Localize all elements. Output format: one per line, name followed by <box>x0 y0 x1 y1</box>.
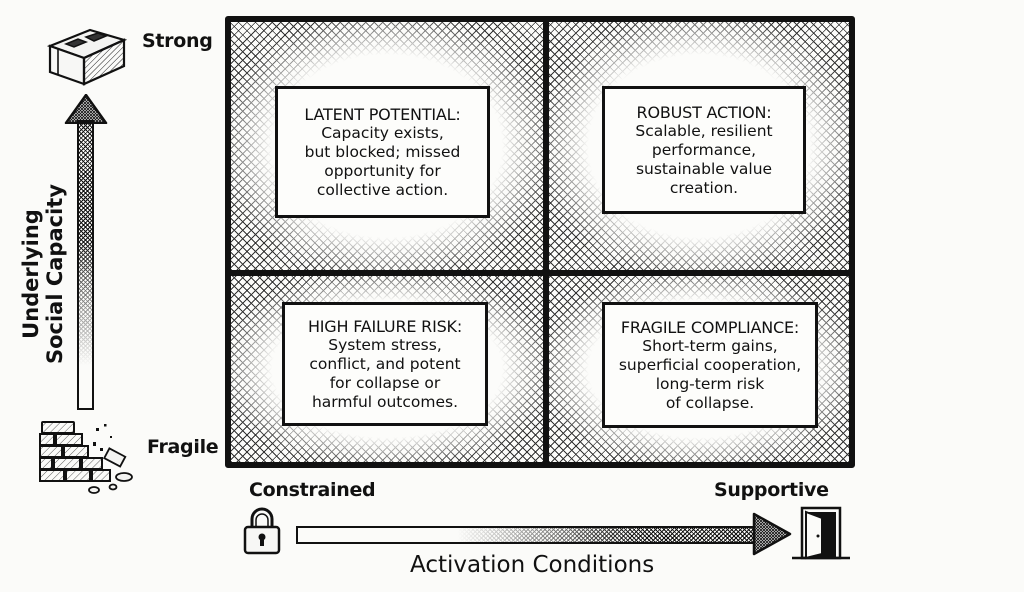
y-axis-arrow-shaft <box>77 120 94 410</box>
high-failure-risk-line: for collapse or <box>329 373 441 392</box>
y-axis-title-line-2: Social Capacity <box>43 183 67 365</box>
padlock-icon <box>243 507 281 555</box>
y-axis-title-line-1: Underlying <box>19 209 43 339</box>
fragile-compliance-line: of collapse. <box>665 393 755 412</box>
latent-potential-card: LATENT POTENTIAL: Capacity exists, but b… <box>275 86 490 218</box>
y-axis-title: Underlying Social Capacity <box>19 159 67 389</box>
open-door-icon <box>792 506 850 560</box>
vertical-divider <box>543 22 549 462</box>
latent-potential-line: but blocked; missed <box>304 142 461 161</box>
horizontal-divider <box>231 270 849 276</box>
latent-potential-line: opportunity for <box>324 161 441 180</box>
x-axis-high-label: Supportive <box>714 479 829 501</box>
robust-action-line: sustainable value <box>635 159 773 178</box>
latent-potential-line: collective action. <box>316 180 449 199</box>
fragile-compliance-line: Short-term gains, <box>642 336 778 355</box>
fragile-compliance-card: FRAGILE COMPLIANCE: Short-term gains, su… <box>602 302 818 428</box>
high-failure-risk-card: HIGH FAILURE RISK: System stress, confli… <box>282 302 488 426</box>
high-failure-risk-line: System stress, <box>328 335 442 354</box>
robust-action-line: Scalable, resilient <box>635 121 773 140</box>
arrow-right-icon <box>752 512 792 556</box>
x-axis-title: Activation Conditions <box>410 552 655 578</box>
high-failure-risk-title: HIGH FAILURE RISK: <box>307 316 463 336</box>
latent-potential-line: Capacity exists, <box>321 123 444 142</box>
cinder-block-icon <box>46 28 128 86</box>
robust-action-line: creation. <box>669 178 739 197</box>
quadrant-matrix: LATENT POTENTIAL: Capacity exists, but b… <box>225 16 855 468</box>
y-axis-high-label: Strong <box>142 30 213 52</box>
fragile-compliance-title: FRAGILE COMPLIANCE: <box>620 317 800 337</box>
latent-potential-title: LATENT POTENTIAL: <box>304 104 461 124</box>
fragile-compliance-line: long-term risk <box>655 374 765 393</box>
crumbling-brick-wall-icon <box>39 421 133 494</box>
robust-action-title: ROBUST ACTION: <box>636 102 772 122</box>
fragile-compliance-line: superficial cooperation, <box>618 355 802 374</box>
x-axis-arrow-shaft <box>296 526 756 544</box>
y-axis-low-label: Fragile <box>147 436 219 458</box>
robust-action-line: performance, <box>651 140 757 159</box>
high-failure-risk-line: harmful outcomes. <box>311 392 459 411</box>
robust-action-card: ROBUST ACTION: Scalable, resilient perfo… <box>602 86 806 214</box>
high-failure-risk-line: conflict, and potent <box>309 354 461 373</box>
x-axis-low-label: Constrained <box>249 479 376 501</box>
